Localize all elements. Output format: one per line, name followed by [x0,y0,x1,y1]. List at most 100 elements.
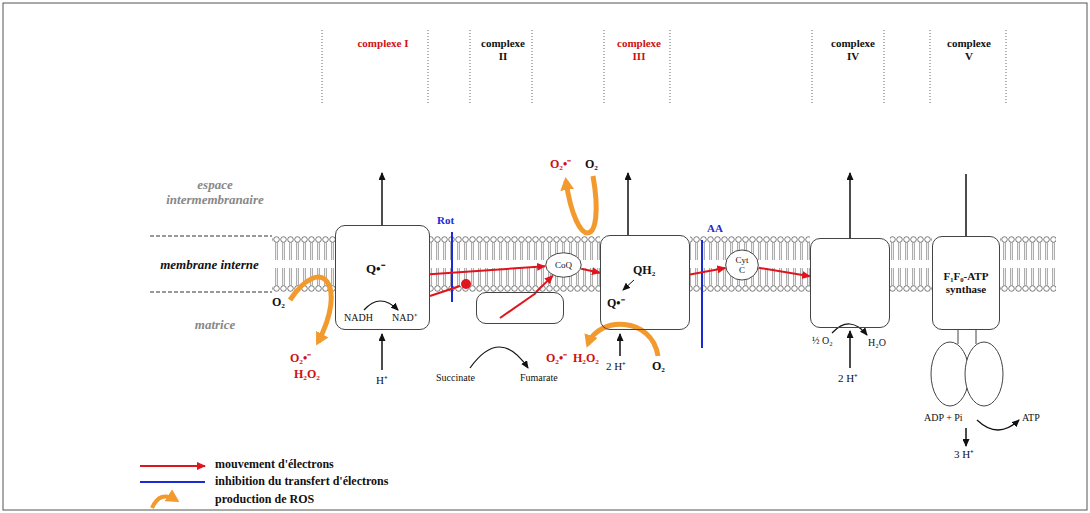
proton-arrow [381,334,383,370]
complex-bracket [322,30,1006,104]
electron-arrow [690,268,725,274]
legend-text: production de ROS [215,493,314,507]
proton-arrow [965,428,967,446]
substrate-label: Succinate [436,372,475,384]
complex-bracket [470,30,471,104]
circle-outline [546,253,582,277]
region-label: matrice [150,318,280,333]
lipid-bilayer [890,236,932,292]
red-dot [461,279,471,289]
complex-title: complexe I [343,37,423,50]
molecule-label: NADH [344,312,373,324]
inhibitor-label: Rot [437,214,454,227]
membrane-boundary [150,236,272,237]
complex-box: complexe IV [810,238,890,328]
electron-arrow [536,276,553,292]
complex-bracket [428,30,429,104]
complex-box: complexe II [476,292,564,324]
lipid-bilayer [272,236,1056,292]
ros-label: O₂•⁻ [546,352,567,366]
inhibitor-line [701,240,703,348]
legend-sample [140,466,205,508]
substrate-label: Fumarate [520,372,558,384]
legend-sample [140,465,205,467]
atp-synthase-head [965,342,1003,406]
reaction-arrow [832,324,867,335]
coenzyme-q-circle: CoQ [545,252,582,278]
electron-line [430,286,536,318]
ros-label: O₂•⁻ [550,158,571,172]
atp-synthase-head [976,330,977,344]
complex-title: complexe V [943,37,995,62]
molecule-label: O₂ [585,158,598,172]
lipid-bilayer [690,236,810,292]
legend-sample [140,481,205,483]
inhibitor-label: AA [707,222,723,235]
complex-box: complexe IIIQH₂Q•⁻ [600,235,690,330]
lipid-bilayer [1000,236,1056,292]
proton-label: 2 H⁺ [838,372,858,385]
proton-label: 3 H⁺ [954,448,974,461]
membrane-boundary [150,236,272,292]
proton-arrow [627,173,629,235]
legend-text: mouvement d'électrons [215,458,334,472]
electron-arrow [759,268,810,277]
complex-bracket [322,30,323,104]
complex-bracket [532,30,533,104]
electron-arrow [581,269,600,273]
complex-bracket [884,30,885,104]
legend-sample [152,496,176,508]
proton-arrow [965,174,967,236]
ros-arrow [290,277,331,342]
region-label: espace intermembranaire [150,178,280,208]
ros-label: O₂•⁻ [290,352,311,366]
node-text: F₁F₀-ATP synthase [935,270,997,295]
electron-line [500,293,536,318]
reaction-arrow [364,301,398,310]
complex-bracket [670,30,671,104]
complex-bracket [604,30,605,104]
molecule-label: ADP + Pi [924,412,963,424]
reaction-arrow [364,301,1019,430]
complex-bracket [930,30,931,104]
node-text: Cyt C [733,255,751,276]
membrane-boundary [150,292,272,293]
ros-label: H₂O₂ [294,368,320,382]
molecule-label: ½ O₂ [812,335,833,347]
complex-bracket [1006,30,1007,104]
ros-arrow [290,176,658,356]
reaction-arrow [470,347,528,368]
inhibitor-line [451,232,453,302]
atp-synthase-head [931,342,969,406]
ros-label: H₂O₂ [573,352,599,366]
electron-line [430,286,460,296]
node-text: CoQ [547,260,580,270]
molecule-label: O₂ [652,360,665,374]
molecule-label: H₂O [868,337,886,349]
node-text: QH₂ [633,264,655,278]
cytochrome-c-circle: Cyt C [725,249,759,281]
circle-outline [726,250,759,280]
complex-bracket [812,30,813,104]
proton-arrow [849,331,851,368]
frame [3,3,1087,510]
atp-synthase-head [958,330,959,344]
electron-arrow [430,266,545,274]
lipid-bilayer [430,236,600,292]
complex-title: complexe IV [827,37,879,62]
complex-box: complexe VF₁F₀-ATP synthase [932,236,1000,330]
proton-label: 2 H⁺ [606,360,626,373]
molecule-label: O₂ [272,296,285,310]
molecule-label: ATP [1022,412,1040,424]
inhibitor-line [452,232,702,348]
complex-title: complexe III [613,37,665,62]
proton-label: H⁺ [376,374,388,387]
reaction-arrow [977,420,1019,430]
proton-arrow [381,173,383,225]
proton-arrow [382,173,966,446]
ros-arrow [566,176,596,233]
node-text: Q•⁻ [366,262,385,277]
proton-arrow [619,334,621,356]
